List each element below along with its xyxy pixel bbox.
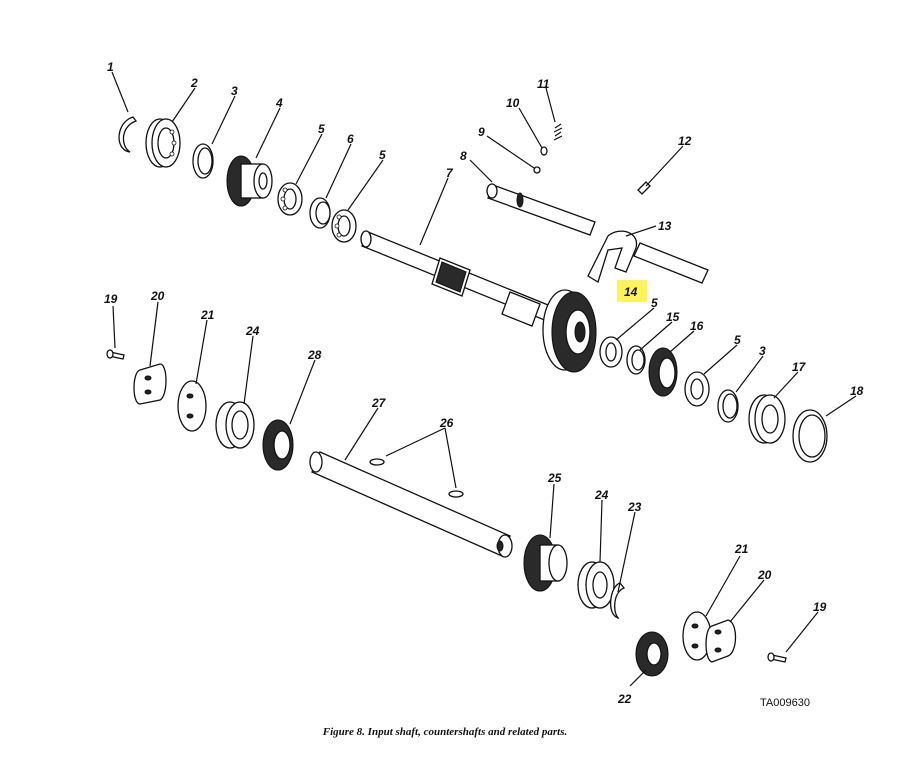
callout-6: 6	[347, 132, 354, 146]
part-13-shift-fork	[587, 230, 709, 284]
callout-24-a: 24	[245, 324, 260, 338]
callout-24-b: 24	[594, 488, 609, 502]
part-23-snap-ring	[610, 582, 626, 620]
part-9-ball	[533, 166, 541, 174]
callout-16: 16	[690, 319, 704, 333]
callout-5-a: 5	[318, 122, 325, 136]
part-20-plate-a	[133, 363, 167, 405]
callout-10: 10	[506, 96, 520, 110]
callout-5-b: 5	[379, 148, 386, 162]
callout-23: 23	[627, 500, 642, 514]
callout-3-b: 3	[759, 344, 766, 358]
callout-5-c: 5	[651, 296, 658, 310]
part-5-bearing-c	[599, 336, 623, 368]
callout-20-b: 20	[757, 568, 772, 582]
callout-22: 22	[617, 692, 632, 706]
part-19-bolt-b	[767, 652, 787, 663]
callout-18: 18	[850, 384, 864, 398]
part-27-countershaft	[309, 451, 513, 558]
part-5-bearing-a	[277, 182, 303, 216]
callout-14-highlight	[617, 280, 647, 302]
callout-17: 17	[792, 360, 807, 374]
part-20-plate-b	[705, 619, 737, 663]
part-21-washer-b	[682, 611, 712, 661]
part-6-spacer	[309, 197, 331, 229]
part-22-gear	[635, 631, 669, 677]
callout-4: 4	[275, 96, 283, 110]
part-28-gear	[262, 419, 294, 471]
part-3-ring	[192, 143, 214, 179]
part-24-bearing-a	[215, 401, 255, 449]
part-5-bearing-d	[684, 371, 710, 407]
callout-9: 9	[478, 125, 485, 139]
callout-3: 3	[231, 84, 238, 98]
part-15-ring	[626, 345, 646, 375]
part-3-ring-b	[717, 389, 739, 423]
part-10-plunger	[540, 146, 548, 156]
callout-20-a: 20	[150, 289, 165, 303]
callout-2: 2	[190, 76, 198, 90]
part-19-bolt-a	[106, 349, 125, 360]
leader-lines	[111, 71, 857, 687]
part-18-seal-ring	[792, 409, 828, 463]
callout-28: 28	[307, 348, 322, 362]
part-8-shift-rod	[486, 183, 596, 236]
part-2-bearing	[145, 118, 181, 168]
part-17-bearing	[748, 394, 786, 444]
part-21-washer-a	[177, 380, 207, 432]
part-26-woodruff-keys	[369, 458, 464, 498]
part-16-gear	[648, 347, 678, 397]
callout-19-b: 19	[813, 600, 827, 614]
callout-13: 13	[658, 219, 672, 233]
callout-12: 12	[678, 134, 692, 148]
callout-15: 15	[666, 310, 680, 324]
part-25-gear	[523, 534, 568, 592]
callout-27: 27	[371, 396, 387, 410]
drawing-code: TA009630	[760, 697, 810, 709]
part-7-input-shaft	[360, 230, 591, 337]
callout-5-d: 5	[734, 333, 741, 347]
callout-1: 1	[107, 60, 114, 74]
callout-11: 11	[537, 77, 550, 91]
callout-7: 7	[446, 166, 454, 180]
part-24-bearing-b	[577, 561, 615, 609]
callout-19-a: 19	[104, 292, 118, 306]
part-4-gear	[226, 155, 273, 207]
part-14-synchronizer	[542, 289, 597, 373]
part-5-bearing-b	[331, 209, 357, 243]
part-11-spring	[553, 123, 563, 141]
part-1-snap-ring	[118, 116, 138, 153]
callout-21-b: 21	[734, 542, 749, 556]
figure-caption: Figure 8. Input shaft, countershafts and…	[322, 726, 568, 738]
callout-14: 14	[624, 285, 638, 299]
callout-8: 8	[460, 149, 467, 163]
callout-26: 26	[439, 416, 454, 430]
callout-labels: 1 2 3 4 5 6 5 7 8 9 10 11 12 13 14 5 15 …	[104, 60, 864, 706]
callout-21-a: 21	[200, 308, 215, 322]
callout-25: 25	[547, 471, 562, 485]
